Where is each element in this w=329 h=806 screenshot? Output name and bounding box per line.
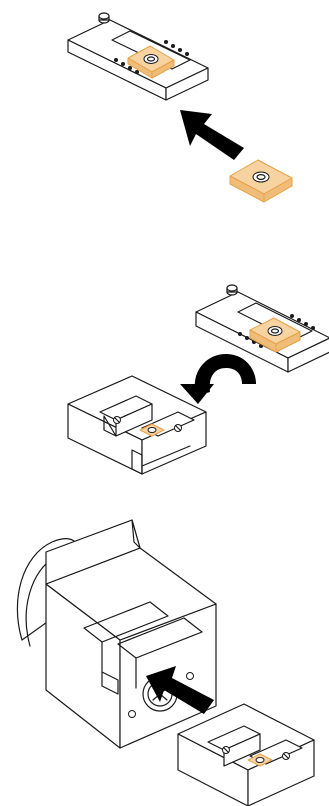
mount-plate-sliding: [178, 704, 314, 806]
step-2: [68, 285, 329, 474]
step-3: [17, 520, 314, 806]
nut-loose: [230, 160, 292, 202]
housing: [17, 520, 216, 748]
step-1: [68, 13, 292, 202]
diagonal-up-left-arrow: [180, 110, 244, 160]
mount-plate-1: [68, 13, 208, 100]
mount-plate-flipped: [68, 376, 206, 474]
curved-rotate-arrow: [180, 354, 256, 404]
